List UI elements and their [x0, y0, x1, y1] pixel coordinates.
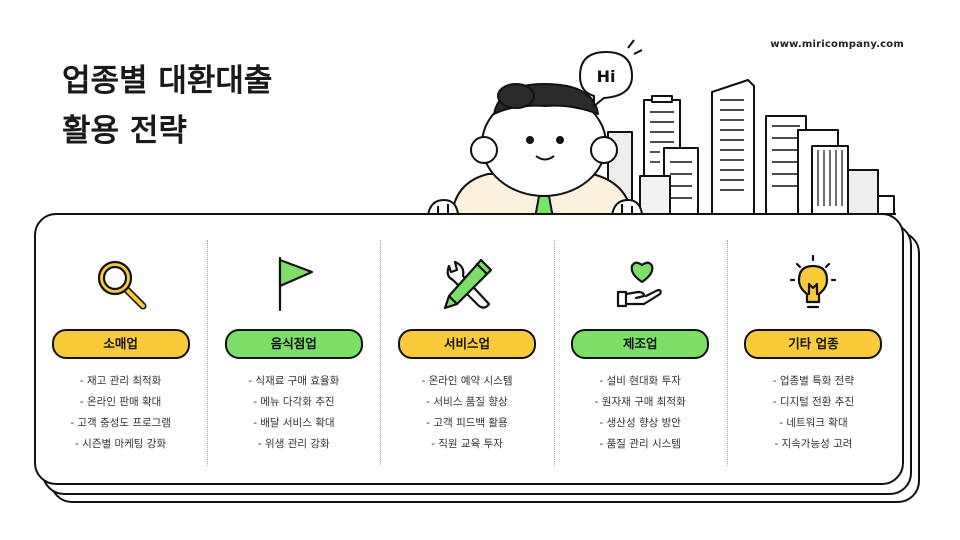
page-title: 업종별 대환대출 활용 전략: [62, 56, 272, 156]
list-retail: - 재고 관리 최적화 - 온라인 판매 확대 - 고객 충성도 프로그램 - …: [34, 371, 207, 455]
list-item: - 시즌별 마케팅 강화: [75, 438, 167, 450]
list-item: - 고객 피드백 활용: [426, 417, 508, 429]
flag-icon: [278, 256, 313, 312]
label-service: 서비스업: [398, 329, 536, 359]
title-line-1: 업종별 대환대출: [62, 63, 273, 99]
list-restaurant: - 식재료 구매 효율화 - 메뉴 다각화 추진 - 배달 서비스 확대 - 위…: [207, 371, 380, 455]
speech-bubble: [578, 39, 643, 109]
magnifier-icon: [97, 260, 147, 310]
column-other: 기타 업종 - 업종별 특화 전략 - 디지털 전환 추진 - 네트워크 확대 …: [726, 226, 900, 478]
list-item: - 위생 관리 강화: [257, 438, 330, 450]
label-retail: 소매업: [51, 329, 190, 359]
column-service: 서비스업 - 온라인 예약 시스템 - 서비스 품질 향상 - 고객 피드백 활…: [380, 226, 553, 478]
industry-columns: 소매업 - 재고 관리 최적화 - 온라인 판매 확대 - 고객 충성도 프로그…: [34, 226, 900, 478]
list-item: - 재고 관리 최적화: [79, 375, 162, 387]
city-buildings: [600, 79, 896, 215]
list-item: - 업종별 특화 전략: [772, 375, 855, 387]
list-service: - 온라인 예약 시스템 - 서비스 품질 향상 - 고객 피드백 활용 - 직…: [380, 371, 553, 455]
label-restaurant: 음식점업: [224, 329, 363, 359]
column-manufacturing: 제조업 - 설비 현대화 투자 - 원자재 구매 최적화 - 생산성 향상 방안…: [553, 226, 727, 478]
list-other: - 업종별 특화 전략 - 디지털 전환 추진 - 네트워크 확대 - 지속가능…: [727, 371, 900, 455]
lightbulb-icon: [790, 254, 837, 309]
list-item: - 식재료 구매 효율화: [248, 375, 340, 387]
website-url[interactable]: www.miricompany.com: [770, 39, 904, 50]
list-manufacturing: - 설비 현대화 투자 - 원자재 구매 최적화 - 생산성 향상 방안 - 품…: [554, 371, 727, 455]
list-item: - 원자재 구매 최적화: [594, 396, 686, 408]
list-item: - 메뉴 다각화 추진: [253, 396, 335, 408]
list-item: - 온라인 판매 확대: [79, 396, 162, 408]
heart-hand-icon: [617, 261, 662, 308]
list-item: - 설비 현대화 투자: [599, 375, 681, 387]
list-item: - 고객 충성도 프로그램: [70, 417, 171, 429]
title-line-2: 활용 전략: [62, 113, 187, 149]
list-item: - 지속가능성 고려: [774, 438, 853, 450]
list-item: - 네트워크 확대: [779, 417, 848, 429]
label-manufacturing: 제조업: [571, 329, 710, 359]
list-item: - 디지털 전환 추진: [772, 396, 855, 408]
column-restaurant: 음식점업 - 식재료 구매 효율화 - 메뉴 다각화 추진 - 배달 서비스 확…: [207, 226, 380, 478]
list-item: - 품질 관리 시스템: [599, 438, 681, 450]
label-other: 기타 업종: [744, 329, 883, 359]
tools-icon: [443, 258, 493, 310]
list-item: - 직원 교육 투자: [431, 438, 503, 450]
list-item: - 배달 서비스 확대: [253, 417, 335, 429]
strategy-card: [34, 213, 920, 503]
list-item: - 온라인 예약 시스템: [421, 375, 513, 387]
speech-bubble-text: Hi: [597, 67, 616, 86]
character: [427, 83, 643, 227]
list-item: - 생산성 향상 방안: [599, 417, 681, 429]
column-retail: 소매업 - 재고 관리 최적화 - 온라인 판매 확대 - 고객 충성도 프로그…: [34, 226, 207, 478]
list-item: - 서비스 품질 향상: [426, 396, 508, 408]
